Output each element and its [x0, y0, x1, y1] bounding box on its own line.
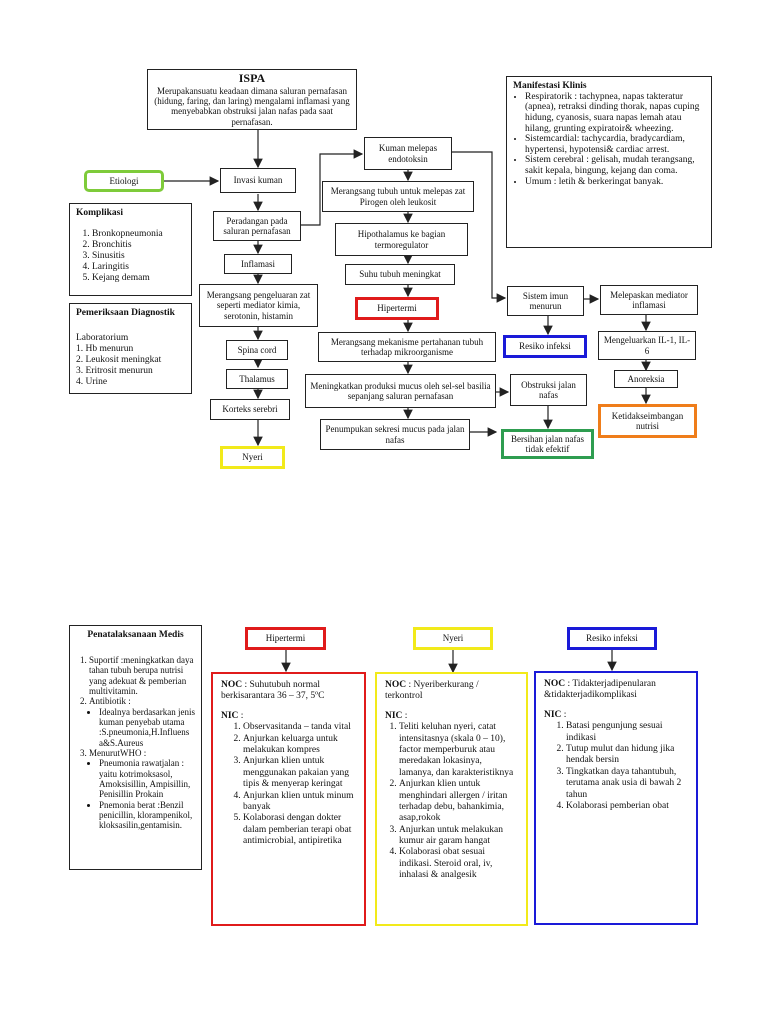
list-item: Kejang demam [92, 273, 163, 284]
list-item: Batasi pengunjung sesuai indikasi [566, 721, 688, 744]
noc-text: : Tidakterjadipenularan &tidakterjadikom… [544, 679, 656, 701]
list-item: Tingkatkan daya tahantubuh, terutama ana… [566, 767, 688, 801]
list-item: Idealnya berdasarkan jenis kuman penyeba… [99, 707, 196, 748]
diagnostik-lab: Laboratorium [76, 332, 129, 343]
thalamus-box: Thalamus [226, 369, 288, 389]
mengeluarkan-il-box: Mengeluarkan IL-1, IL-6 [598, 331, 696, 360]
nic-label: NIC [385, 710, 403, 721]
list-item: Sistemcardial: tachycardia, bradycardiam… [525, 134, 705, 155]
noc-label: NOC [544, 679, 566, 689]
list-item: Laringitis [92, 262, 163, 273]
plan-nyeri-box: NOC : Nyeriberkurang / terkontrol NIC : … [375, 672, 528, 926]
anoreksia-box: Anoreksia [614, 370, 678, 388]
obstruksi-box: Obstruksi jalan nafas [510, 374, 587, 406]
list-item: MenurutWHO : [89, 748, 147, 759]
list-item: Antibiotik : [89, 696, 131, 707]
plan-label-nyeri: Nyeri [413, 627, 493, 650]
mekanisme-pertahanan-box: Merangsang mekanisme pertahanan tubuh te… [318, 332, 496, 362]
diagnosis-hipertermi: Hipertermi [355, 297, 439, 320]
inflamasi-box: Inflamasi [224, 254, 292, 274]
list-item: Kolaborasi obat sesuai indikasi. Steroid… [399, 847, 518, 881]
suhu-meningkat-box: Suhu tubuh meningkat [345, 264, 455, 285]
spina-cord-box: Spina cord [226, 340, 288, 360]
list-item: 3. Eritrosit menurun [76, 365, 153, 376]
plan-label-hipertermi: Hipertermi [245, 627, 326, 650]
noc-text: : Nyeriberkurang / terkontrol [385, 680, 479, 702]
penumpukan-sekresi-box: Penumpukan sekresi mucus pada jalan nafa… [320, 419, 470, 450]
list-item: Bronchitis [92, 240, 163, 251]
ispa-title: ISPA [238, 70, 266, 85]
list-item: 1. Hb menurun [76, 343, 134, 354]
produksi-mucus-box: Meningkatkan produksi mucus oleh sel-sel… [305, 374, 496, 408]
hipothalamus-box: Hipothalamus ke bagian termoregulator [335, 223, 468, 256]
penatalaksanaan-box: Penatalaksanaan Medis Suportif :meningka… [69, 625, 202, 870]
komplikasi-title: Komplikasi [76, 208, 123, 218]
melepaskan-mediator-box: Melepaskan mediator inflamasi [600, 285, 698, 315]
list-item: Anjurkan keluarga untuk melakukan kompre… [243, 734, 356, 757]
list-item: Kolaborasi pemberian obat [566, 801, 688, 812]
list-item: Pneumonia rawatjalan : yaitu kotrimoksas… [99, 758, 196, 799]
diagnosis-bersihan-jalan-nafas: Bersihan jalan nafas tidak efektif [501, 429, 594, 459]
etiologi-box: Etiologi [84, 170, 164, 192]
list-item: Anjurkan klien untuk menghindari allerge… [399, 779, 518, 825]
peradangan-box: Peradangan pada saluran pernafasan [213, 211, 301, 241]
list-item: 4. Urine [76, 376, 108, 387]
list-item: Anjurkan klien untuk minum banyak [243, 791, 356, 814]
list-item: 2. Leukosit meningkat [76, 354, 162, 365]
nic-label: NIC [221, 710, 239, 721]
list-item: Anjurkan klien untuk menggunakan pakaian… [243, 756, 356, 790]
list-item: Bronkopneumonia [92, 229, 163, 240]
merangsang-pengeluaran-box: Merangsang pengeluaran zat seperti media… [199, 284, 318, 327]
noc-text: : Suhutubuh normal berkisarantara 36 – 3… [221, 680, 325, 702]
noc-label: NOC [385, 680, 407, 690]
invasi-kuman-box: Invasi kuman [220, 168, 296, 193]
list-item: Respiratorik : tachypnea, napas takterat… [525, 92, 705, 135]
plan-hipertermi-box: NOC : Suhutubuh normal berkisarantara 36… [211, 672, 366, 926]
komplikasi-box: Komplikasi Bronkopneumonia Bronchitis Si… [69, 203, 192, 296]
list-item: Teliti keluhan nyeri, catat intensitasny… [399, 722, 518, 779]
diagnostik-title: Pemeriksaan Diagnostik [76, 308, 175, 318]
noc-label: NOC [221, 680, 243, 690]
list-item: Pnemonia berat :Benzil penicillin, klora… [99, 800, 196, 831]
sistem-imun-box: Sistem imun menurun [507, 286, 584, 316]
list-item: Sistem cerebral : gelisah, mudah terangs… [525, 155, 705, 176]
list-item: Tutup mulut dan hidung jika hendak bersi… [566, 744, 688, 767]
list-item: Kolaborasi dengan dokter dalam pemberian… [243, 813, 356, 847]
list-item: Sinusitis [92, 251, 163, 262]
diagnosis-resiko-infeksi: Resiko infeksi [503, 335, 587, 358]
nic-label: NIC [544, 709, 562, 720]
list-item: Umum : letih & berkeringat banyak. [525, 177, 705, 188]
ispa-box: ISPA Merupakansuatu keadaan dimana salur… [147, 69, 357, 130]
manifestasi-title: Manifestasi Klinis [513, 81, 587, 91]
penatalaksanaan-title: Penatalaksanaan Medis [87, 630, 184, 640]
pirogen-box: Merangsang tubuh untuk melepas zat Pirog… [322, 181, 474, 212]
plan-resiko-box: NOC : Tidakterjadipenularan &tidakterjad… [534, 671, 698, 925]
plan-label-resiko-infeksi: Resiko infeksi [567, 627, 657, 650]
korteks-box: Korteks serebri [210, 399, 290, 420]
list-item: Anjurkan untuk melakukan kumur air garam… [399, 825, 518, 848]
list-item: Suportif :meningkatkan daya tahan tubuh … [89, 655, 196, 696]
diagnosis-ketidakseimbangan-nutrisi: Ketidakseimbangan nutrisi [598, 404, 697, 438]
diagnostik-box: Pemeriksaan Diagnostik Laboratorium 1. H… [69, 303, 192, 394]
manifestasi-box: Manifestasi Klinis Respiratorik : tachyp… [506, 76, 712, 248]
ispa-description: Merupakansuatu keadaan dimana saluran pe… [154, 85, 350, 127]
list-item: Observasitanda – tanda vital [243, 722, 356, 733]
diagnosis-nyeri: Nyeri [220, 446, 285, 469]
kuman-endotoksin-box: Kuman melepas endotoksin [364, 137, 452, 170]
